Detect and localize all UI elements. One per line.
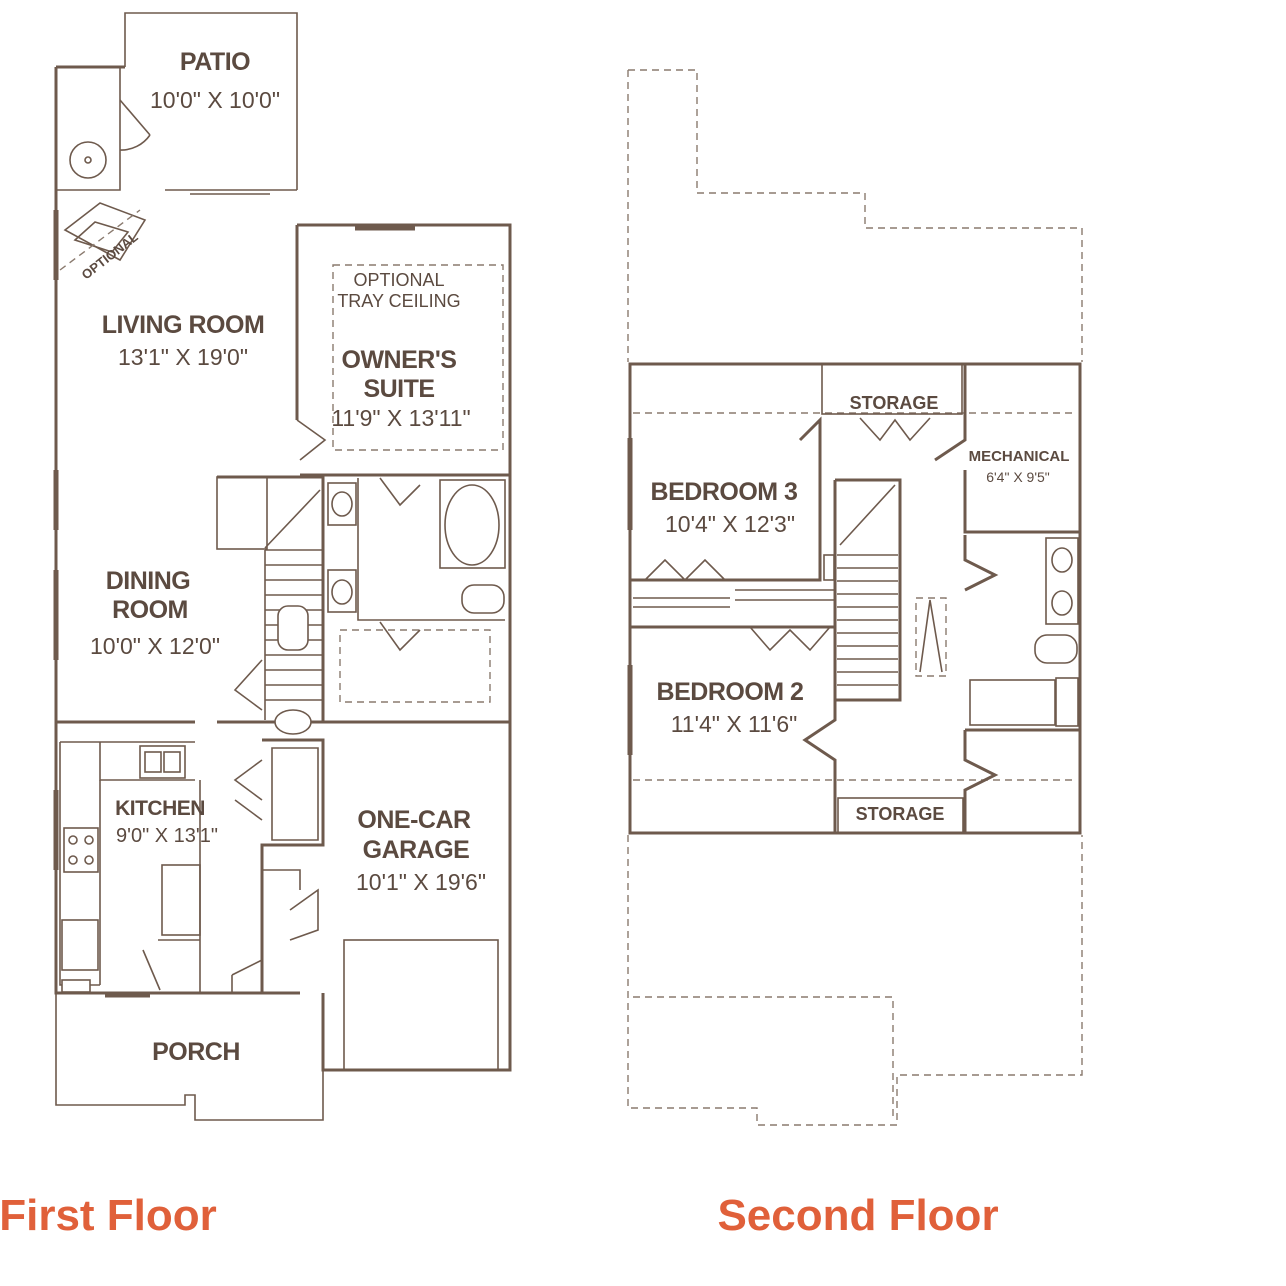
closet-door-arc [119,134,151,151]
patio-label: PATIO [180,48,250,76]
mechanical-dim: 6'4" X 9'5" [986,469,1050,485]
kitchen-dim: 9'0" X 13'1" [116,825,218,847]
patio-dim: 10'0" X 10'0" [150,87,280,113]
porch-outline [55,993,324,1121]
patio-outline [124,12,298,190]
garage-line1: ONE-CAR [357,806,471,834]
tray-ceiling-line1: OPTIONAL [353,270,444,290]
living-room-dim: 13'1" X 19'0" [118,344,248,370]
optional-fireplace [63,202,147,262]
dining-room-line2: ROOM [112,596,188,624]
mechanical-label: MECHANICAL [969,448,1070,465]
powder-toilet-icon [277,605,309,651]
garage-line2: GARAGE [363,836,470,864]
roof-outline-top [628,69,1083,362]
garage-dim: 10'1" X 19'6" [356,869,486,895]
storage-top-label: STORAGE [850,393,939,413]
bedroom2-label: BEDROOM 2 [657,678,804,706]
first-floor-label: First Floor [0,1191,217,1240]
owners-suite-line1: OWNER'S [342,346,457,374]
second-floor-label: Second Floor [717,1191,998,1240]
storage-bottom [837,797,964,834]
stove-icon [63,827,99,873]
kitchen-label: KITCHEN [115,797,205,820]
powder-sink-icon [274,709,312,735]
garage-door [343,939,499,1071]
dining-room-dim: 10'0" X 12'0" [90,633,220,659]
dining-door [233,659,263,711]
owners-door [296,419,327,461]
hall-tub-icon [969,679,1056,726]
upper-stairs [837,554,898,686]
bedroom3-closet-doors [644,558,726,582]
dining-room-line1: DINING [106,567,191,595]
bath-door [379,477,421,507]
bedroom3-dim: 10'4" X 12'3" [665,511,795,537]
owners-suite-dim: 11'9" X 13'11" [331,405,470,431]
bedroom2-closet-doors [749,626,831,652]
hall-toilet-icon [1034,634,1078,664]
closet-wall [56,67,121,191]
storage-top [821,363,963,415]
stair-landing [216,476,268,550]
walk-in-closet [339,629,491,703]
optional-fireplace-label: OPTIONAL [79,229,141,282]
storage-bottom-label: STORAGE [856,804,945,824]
living-room-label: LIVING ROOM [102,311,265,339]
owners-toilet-icon [461,584,505,614]
entry-door [231,959,263,993]
tray-ceiling-outline [332,264,504,451]
roof-outline-bottom [627,835,1083,1126]
closet-door [119,99,151,136]
tray-ceiling-line2: TRAY CEILING [337,291,460,311]
bedroom2-dim: 11'4" X 11'6" [671,711,798,737]
porch-label: PORCH [152,1038,240,1066]
outer-wall-right [297,223,512,1072]
bedroom3-label: BEDROOM 3 [651,478,798,506]
attic-access [915,597,947,677]
pantry-doors [233,759,263,821]
kitchen-island [161,864,201,936]
owners-suite-line2: SUITE [363,375,434,403]
second-floor-plan: STORAGE MECHANICAL 6'4" X 9'5" BEDROOM 3… [627,69,1083,1126]
first-floor-plan: OPTIONAL [53,12,512,1121]
